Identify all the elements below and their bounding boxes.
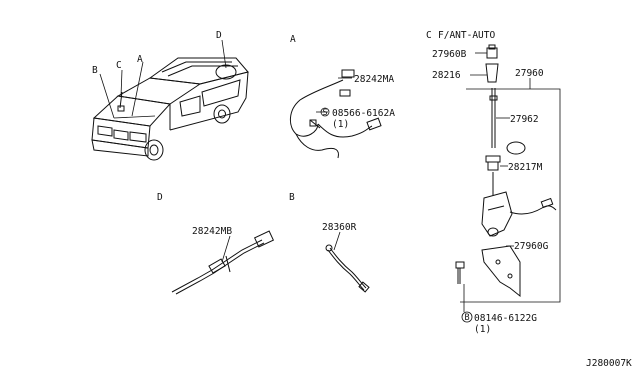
section-c-subtitle: F/ANT-AUTO xyxy=(438,30,495,41)
label-28360r: 28360R xyxy=(322,222,357,233)
part-28216 xyxy=(485,63,499,83)
section-d-title: D xyxy=(157,192,163,203)
label-08566-6162a: 08566-6162A xyxy=(332,108,395,119)
callout-d: D xyxy=(216,30,222,41)
label-27960g: 27960G xyxy=(514,241,549,252)
connector-28242mb xyxy=(253,230,275,248)
bolt-symbol-b xyxy=(461,311,473,323)
antenna-motor xyxy=(481,191,513,237)
section-b: B 28360R xyxy=(289,192,370,293)
label-28242ma: 28242MA xyxy=(354,74,394,85)
label-08146-6122g: 08146-6122G xyxy=(474,313,537,324)
part-ring xyxy=(506,141,526,155)
callout-a: A xyxy=(137,54,143,65)
connector-28242ma xyxy=(341,69,355,78)
section-c-title: C xyxy=(426,30,432,41)
label-qty-c: (1) xyxy=(474,324,491,335)
label-27960: 27960 xyxy=(515,68,544,79)
callout-c: C xyxy=(116,60,122,71)
label-27960b: 27960B xyxy=(432,49,467,60)
section-c: C F/ANT-AUTO 27960B 28216 27960 27962 28… xyxy=(426,30,561,335)
bolt-symbol-b-letter: B xyxy=(465,313,470,323)
callout-b: B xyxy=(92,65,98,76)
section-a-title: A xyxy=(290,34,296,45)
section-b-title: B xyxy=(289,192,295,203)
bolt-symbol-s-letter: S xyxy=(323,108,328,118)
vehicle-illustration: B C A D xyxy=(91,30,249,161)
bracket-27960g xyxy=(481,245,521,298)
label-28217m: 28217M xyxy=(508,162,543,173)
label-28216: 28216 xyxy=(432,70,461,81)
label-qty-a: (1) xyxy=(332,119,349,130)
label-28242mb: 28242MB xyxy=(192,226,232,237)
diagram-code: J280007K xyxy=(586,358,632,369)
section-a: A 28242MA S 08566-6162A (1) xyxy=(290,34,395,159)
label-27962: 27962 xyxy=(510,114,539,125)
bolt-symbol-s xyxy=(320,107,330,117)
section-d: D 28242MB xyxy=(157,192,275,295)
